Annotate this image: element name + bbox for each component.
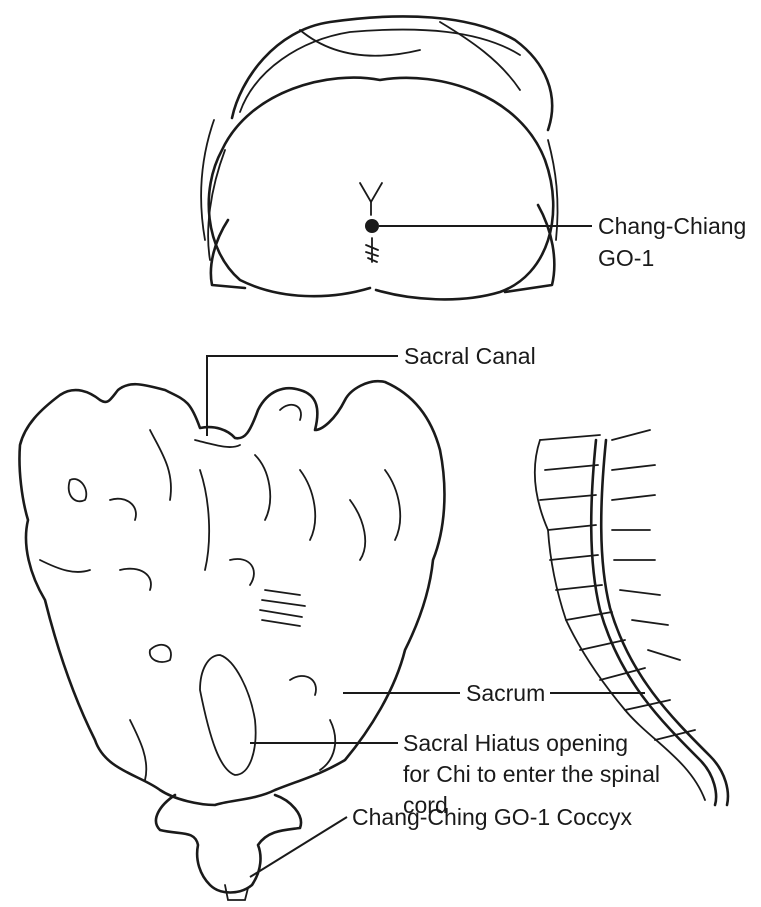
sacral-hiatus-label-line2: for Chi to enter the spinal xyxy=(403,760,660,789)
go1-label: GO-1 xyxy=(598,244,654,273)
coccyx-label: Chang-Ching GO-1 Coccyx xyxy=(352,803,632,832)
buttocks-illustration xyxy=(201,16,557,299)
sacral-canal-label: Sacral Canal xyxy=(404,342,536,371)
chang-chiang-label: Chang-Chiang xyxy=(598,212,746,241)
coccyx-leader xyxy=(250,817,347,877)
sacrum-label: Sacrum xyxy=(466,679,545,708)
chang-chiang-point xyxy=(365,219,379,233)
sacral-canal-leader xyxy=(207,356,398,436)
sacral-hiatus-label-line1: Sacral Hiatus opening xyxy=(403,729,628,758)
